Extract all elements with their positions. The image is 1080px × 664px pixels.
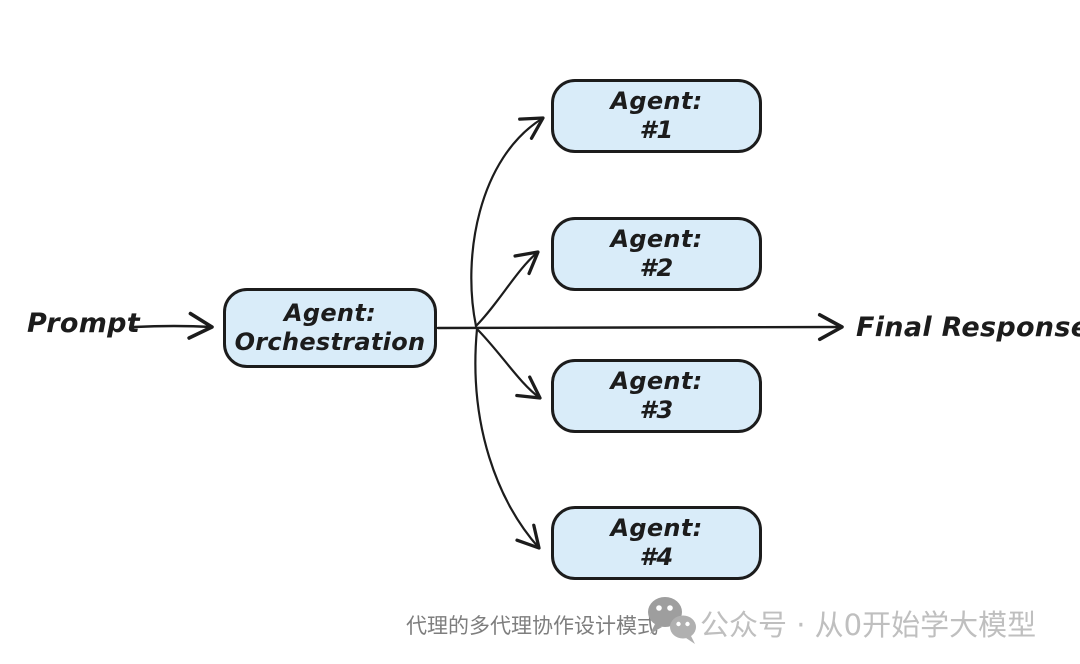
- arrow-to-agent-2: [474, 250, 540, 328]
- agent-node-1-line1: Agent:: [610, 87, 703, 116]
- footer-caption: 代理的多代理协作设计模式: [406, 614, 658, 638]
- arrow-to-agent-3: [475, 327, 542, 400]
- wechat-icon: [648, 597, 696, 644]
- agent-node-3: Agent: #3: [551, 359, 762, 433]
- prompt-label: Prompt: [27, 308, 140, 339]
- agent-node-4: Agent: #4: [551, 506, 762, 580]
- agent-node-1: Agent: #1: [551, 79, 762, 153]
- agent-node-1-line2: #1: [639, 116, 674, 144]
- orchestrator-node: Agent: Orchestration: [223, 288, 437, 368]
- agent-node-2-line1: Agent:: [610, 225, 703, 254]
- arrow-to-agent-4: [474, 327, 541, 550]
- agent-node-4-line1: Agent:: [610, 514, 703, 543]
- agent-node-4-line2: #4: [639, 543, 674, 571]
- arrow-to-agent-1: [470, 116, 545, 328]
- agent-node-2-line2: #2: [639, 254, 674, 282]
- agent-node-3-line1: Agent:: [610, 367, 703, 396]
- orchestrator-node-line2: Orchestration: [234, 328, 426, 356]
- arrow-prompt-to-orchestrator: [132, 311, 214, 340]
- agent-node-3-line2: #3: [639, 396, 674, 424]
- arrow-orchestrator-to-final-response: [436, 313, 844, 342]
- agent-node-2: Agent: #2: [551, 217, 762, 291]
- final-response-label: Final Response: [856, 312, 1080, 343]
- footer-account-text: 公众号 · 从0开始学大模型: [700, 608, 1037, 642]
- orchestrator-node-line1: Agent:: [284, 299, 376, 328]
